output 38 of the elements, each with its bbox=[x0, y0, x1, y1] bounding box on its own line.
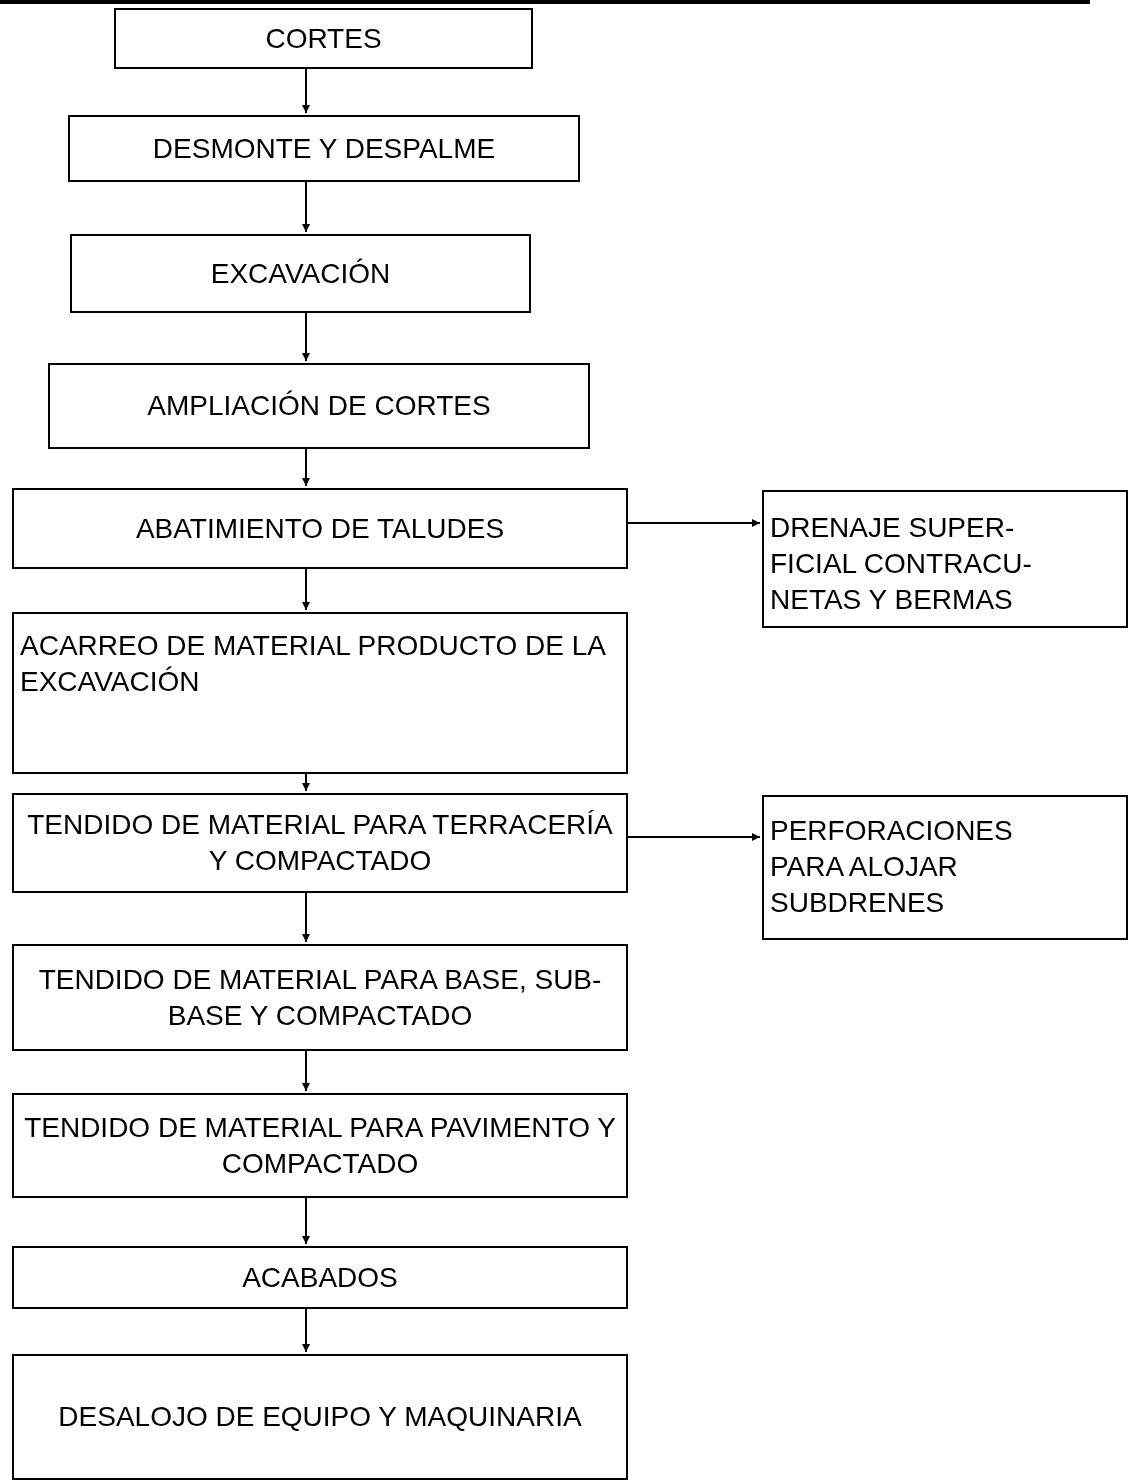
process-box bbox=[48, 363, 590, 449]
arrow bbox=[302, 1308, 310, 1353]
box-label: TENDIDO DE MATERIAL PARA PAVIMENTO Y COMPACTADO bbox=[23, 1110, 617, 1181]
box-label: ACARREO DE MATERIAL PRODUCTO DE LA EXCAVACIÓN bbox=[20, 629, 606, 699]
box-label: PERFORACIONES PARA ALOJAR SUBDRENES bbox=[770, 814, 1014, 920]
box-label: TENDIDO DE MATERIAL PARA TERRACERÍA Y COMPACTADO bbox=[26, 808, 614, 878]
box-label: DRENAJE SUPER- FICIAL CONTRACU- NETAS Y BERMAS bbox=[770, 511, 1033, 617]
process-box bbox=[12, 1093, 628, 1198]
process-box bbox=[762, 795, 1128, 940]
box-label: DESMONTE Y DESPALME bbox=[151, 131, 497, 166]
process-box bbox=[12, 1246, 628, 1309]
arrow bbox=[302, 1197, 310, 1245]
box-label: EXCAVACIÓN bbox=[209, 256, 392, 291]
process-box bbox=[762, 490, 1128, 628]
box-label: TENDIDO DE MATERIAL PARA BASE, SUB-BASE Y COMPACTADO bbox=[37, 962, 603, 1033]
arrow bbox=[302, 1050, 310, 1092]
process-box bbox=[12, 944, 628, 1051]
process-box bbox=[12, 488, 628, 569]
arrow bbox=[302, 568, 310, 611]
process-box bbox=[12, 793, 628, 893]
process-box bbox=[12, 1354, 628, 1480]
box-label: AMPLIACIÓN DE CORTES bbox=[146, 389, 492, 423]
process-box bbox=[68, 115, 580, 182]
arrow bbox=[302, 68, 310, 114]
arrow bbox=[302, 773, 310, 792]
arrow bbox=[627, 519, 761, 527]
box-label: DESALOJO DE EQUIPO Y MAQUINARIA bbox=[57, 1400, 583, 1434]
arrow bbox=[302, 181, 310, 233]
process-box bbox=[12, 612, 628, 774]
box-label: ACABADOS bbox=[241, 1260, 399, 1295]
arrow bbox=[302, 312, 310, 362]
process-box bbox=[114, 8, 533, 69]
arrow bbox=[302, 448, 310, 487]
arrow bbox=[302, 892, 310, 943]
box-label: ABATIMIENTO DE TALUDES bbox=[134, 511, 506, 546]
box-label: CORTES bbox=[264, 21, 383, 56]
arrow bbox=[627, 833, 761, 841]
process-box bbox=[70, 234, 531, 313]
